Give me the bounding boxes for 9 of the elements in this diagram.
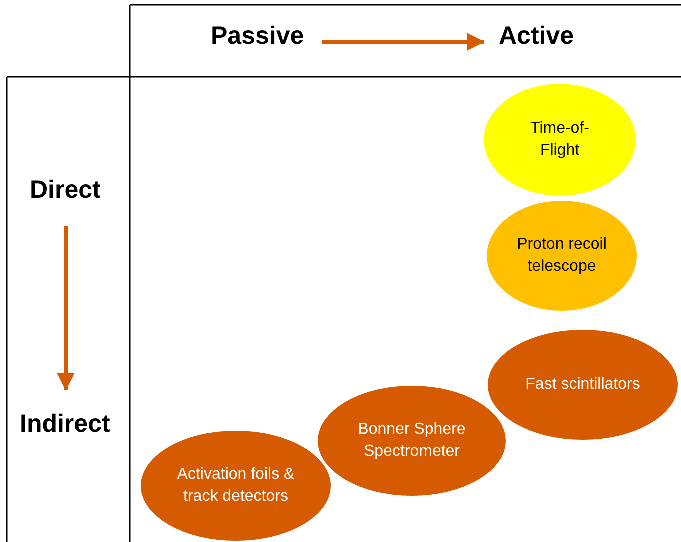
axis-label: Indirect [20,410,110,439]
axis-label: Direct [30,176,101,205]
method-name: Proton recoil telescope [516,235,608,277]
axis-label: Passive [211,22,304,51]
axis-label: Active [499,22,574,51]
method-name: Time-of-Flight [530,119,590,161]
method-name: Activation foils & track detectors [176,465,296,507]
method-name: Fast scintillators [524,375,642,395]
method-name: Bonner Sphere Spectrometer [357,420,467,462]
